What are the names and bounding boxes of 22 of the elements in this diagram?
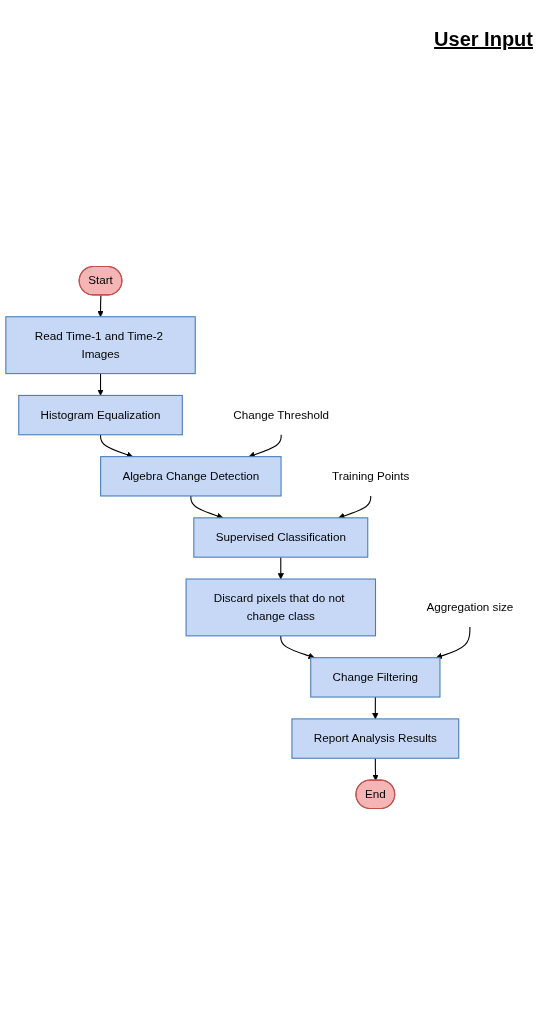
arrow [97,373,104,396]
column-heading: User Input [434,28,533,51]
arrow [100,434,134,458]
node-box: Algebra Change Detection [100,456,282,497]
node-box: Histogram Equalization [18,394,183,436]
arrow [280,635,315,659]
arrow [338,495,372,519]
node-box: Discard pixels that do not change class [185,578,377,637]
node-text: Aggregation size [426,600,514,614]
arrow [277,556,284,580]
node-box: Supervised Classification [193,517,369,558]
arrow [248,434,282,458]
arrow [97,294,104,318]
arrow [435,626,471,659]
arrow [190,495,224,519]
node-text: Training Points [332,469,410,483]
arrow [372,696,379,720]
node-box: Change Filtering [310,657,441,698]
node-box: Read Time-1 and Time-2 Images [5,316,196,375]
arrow [372,757,379,781]
node-box: Report Analysis Results [291,718,460,759]
node-text: Change Threshold [233,408,330,421]
